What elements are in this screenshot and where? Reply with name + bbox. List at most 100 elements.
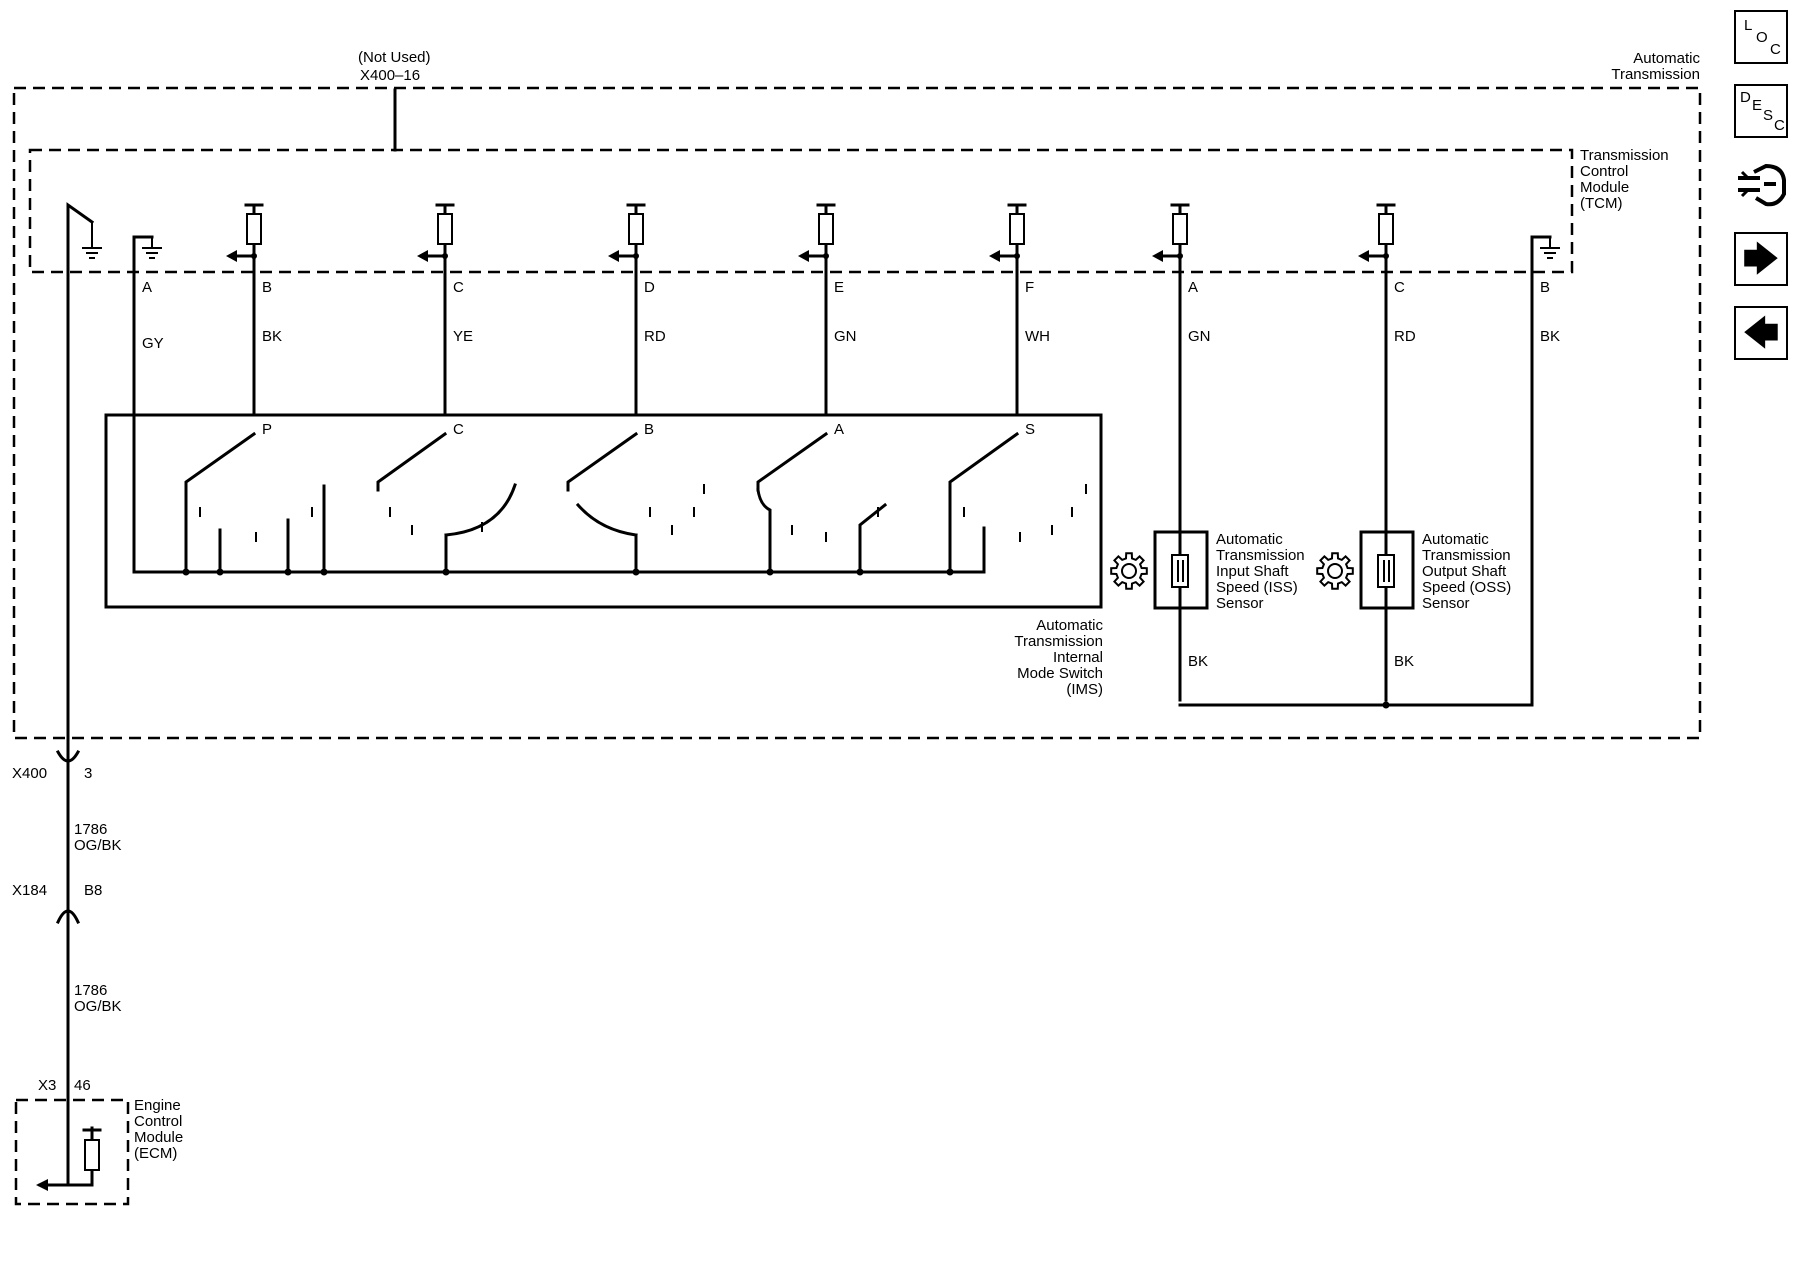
previous-page-button[interactable]: 🡄 [1734, 306, 1788, 360]
pullup-resistor [989, 203, 1027, 262]
description-button[interactable]: D E S C [1734, 84, 1788, 138]
oss-label-4: Speed (OSS) [1422, 579, 1511, 596]
wire1-color: OG/BK [74, 837, 122, 854]
ims-label-3: Internal [1053, 649, 1103, 666]
iss-label-3: Input Shaft [1216, 563, 1289, 580]
tcm-pin-label: F [1025, 279, 1034, 296]
ecm-signal-wire [66, 202, 95, 1187]
tcm-pin-label: B [1540, 279, 1550, 296]
switch-position-label: P [262, 421, 272, 438]
wire2-number: 1786 [74, 982, 107, 999]
sensor-return-label: BK [1188, 653, 1208, 670]
ecm-label-3: Module [134, 1129, 183, 1146]
x184-label: X184 [12, 882, 47, 899]
plug-icon [1738, 163, 1786, 207]
ecm-label-4: (ECM) [134, 1145, 177, 1162]
tcm-boundary [28, 148, 1574, 274]
wire-color-label: BK [262, 328, 282, 345]
wire-pin-a-gy [132, 235, 154, 572]
wire-color-label: GY [142, 335, 164, 352]
x3-label: X3 [38, 1077, 56, 1094]
pin-labels: A B C D E F A C B GY BK YE RD GN WH GN R… [142, 279, 1560, 352]
navigation-sidebar: L O C D E S C 🡆 🡄 [1734, 10, 1792, 380]
wire-color-label: GN [834, 328, 857, 345]
iss-sensor-box [1153, 530, 1209, 610]
ims-label-5: (IMS) [1066, 681, 1103, 698]
ims-label-4: Mode Switch [1017, 665, 1103, 682]
pullup-resistor [417, 203, 455, 262]
wire-color-label: RD [644, 328, 666, 345]
oss-sensor-box [1359, 530, 1415, 610]
junction-dots [182, 568, 1390, 709]
pullup-resistor [1358, 203, 1396, 262]
x400-label: X400 [12, 765, 47, 782]
connector-x400 [55, 749, 81, 763]
x184-pin-label: B8 [84, 882, 102, 899]
ecm-input-arrow [36, 1179, 48, 1191]
loc-letter: C [1770, 41, 1781, 58]
tcm-pin-label: E [834, 279, 844, 296]
oss-label-1: Automatic [1422, 531, 1489, 548]
iss-label-1: Automatic [1216, 531, 1283, 548]
switch-position-label: C [453, 421, 464, 438]
signal-wires [252, 203, 1552, 707]
iss-label-2: Transmission [1216, 547, 1305, 564]
tcm-label-2: Control [1580, 163, 1628, 180]
tcm-pin-label: D [644, 279, 655, 296]
ecm-boundary [14, 1098, 130, 1206]
ims-label-2: Transmission [1014, 633, 1103, 650]
wire-color-label: YE [453, 328, 473, 345]
wire-color-label: RD [1394, 328, 1416, 345]
iss-label-5: Sensor [1216, 595, 1264, 612]
tcm-pin-label: A [1188, 279, 1198, 296]
sensor-return-label: BK [1394, 653, 1414, 670]
not-used-label: (Not Used) [358, 49, 431, 66]
ims-switch-blades [184, 431, 1087, 574]
location-button[interactable]: L O C [1734, 10, 1788, 64]
connector-x184 [56, 909, 80, 924]
desc-letter: D [1740, 89, 1751, 106]
next-page-button[interactable]: 🡆 [1734, 232, 1788, 286]
desc-letter: C [1774, 117, 1785, 134]
desc-letter: E [1752, 97, 1763, 114]
connector-view-button[interactable] [1734, 158, 1788, 212]
ecm-pullup-resistor [84, 1139, 100, 1171]
ecm-label-2: Control [134, 1113, 182, 1130]
x400-16-label: X400–16 [360, 67, 420, 84]
pullup-resistor [798, 203, 836, 262]
oss-label-2: Transmission [1422, 547, 1511, 564]
pullup-resistor [1152, 203, 1190, 262]
pullup-resistor [608, 203, 646, 262]
tcm-pin-label: C [1394, 279, 1405, 296]
switch-position-label: B [644, 421, 654, 438]
oss-sensor-element [1377, 554, 1395, 588]
wire-color-label: BK [1540, 328, 1560, 345]
switch-position-label: A [834, 421, 844, 438]
oss-label-3: Output Shaft [1422, 563, 1507, 580]
oss-label-5: Sensor [1422, 595, 1470, 612]
iss-label-4: Speed (ISS) [1216, 579, 1298, 596]
desc-letter: S [1763, 107, 1774, 124]
pullup-resistors [226, 203, 1396, 262]
ecm-label-1: Engine [134, 1097, 181, 1114]
ground-symbol-pin-a [142, 237, 162, 259]
ims-switch-box [104, 413, 1103, 609]
iss-sensor-element [1171, 554, 1189, 588]
auto-trans-label-2: Transmission [1611, 66, 1700, 83]
loc-letter: L [1744, 17, 1753, 34]
ims-label-1: Automatic [1036, 617, 1103, 634]
ground-symbol-pin-b-right [1540, 237, 1560, 259]
wire1-number: 1786 [74, 821, 107, 838]
left-arrow-icon: 🡄 [1742, 312, 1780, 353]
loc-letter: O [1756, 29, 1768, 46]
wire2-color: OG/BK [74, 998, 122, 1015]
x3-pin-label: 46 [74, 1077, 91, 1094]
tcm-label-4: (TCM) [1580, 195, 1622, 212]
automatic-transmission-boundary [12, 86, 1702, 740]
gear-icon [1316, 552, 1354, 590]
switch-position-label: S [1025, 421, 1035, 438]
right-arrow-icon: 🡆 [1742, 238, 1780, 279]
gear-icon [1110, 552, 1148, 590]
ground-symbol-left [82, 222, 102, 259]
